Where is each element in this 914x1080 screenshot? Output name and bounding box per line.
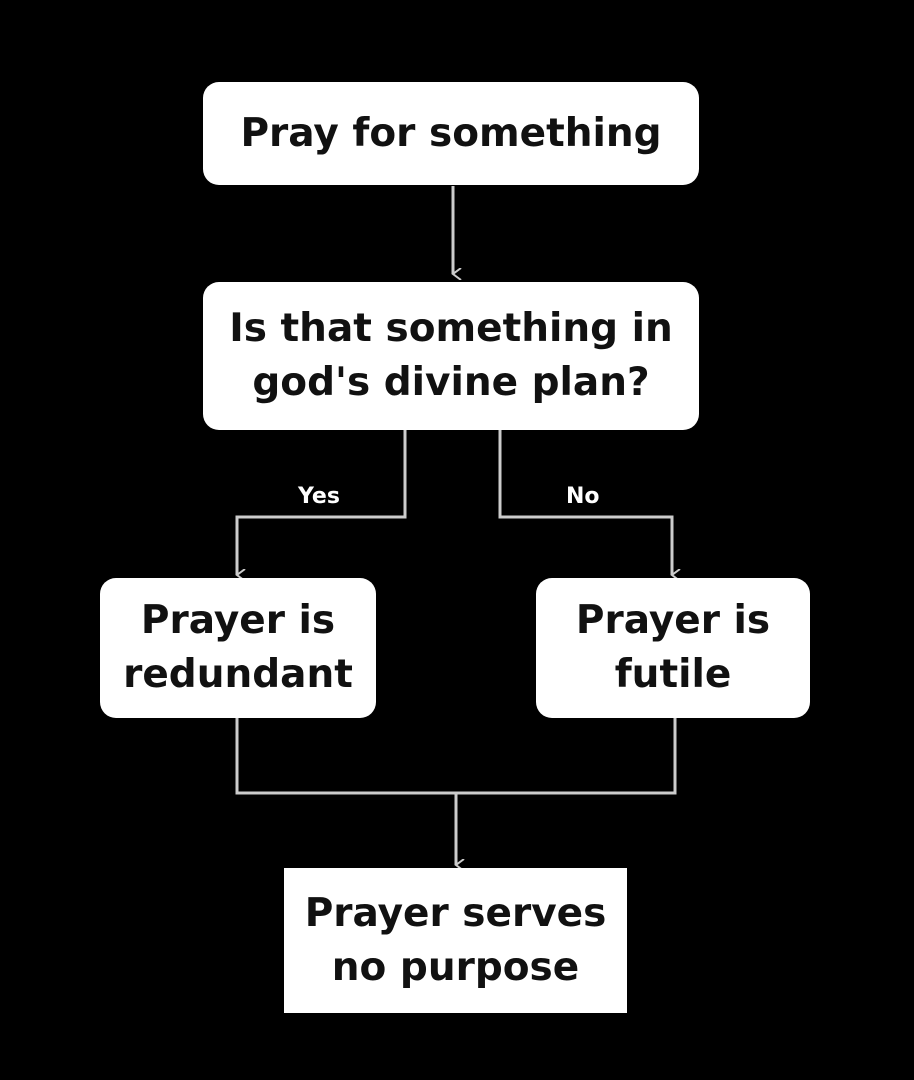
node-result-text-2: no purpose	[331, 944, 580, 990]
node-start-text: Pray for something	[240, 110, 662, 156]
node-question-text-2: god's divine plan?	[252, 360, 650, 405]
arrow-no	[498, 430, 672, 575]
node-result: Prayer serves no purpose	[284, 868, 627, 1013]
node-result-text-1: Prayer serves	[304, 890, 607, 936]
edge-label-no: No	[566, 484, 600, 509]
node-redundant: Prayer is redundant	[100, 578, 376, 718]
node-futile-text-2: futile	[614, 652, 732, 697]
node-futile: Prayer is futile	[536, 578, 810, 718]
node-question-text-1: Is that something in	[229, 306, 673, 351]
merge-line	[235, 718, 677, 795]
node-start: Pray for something	[203, 82, 699, 185]
node-question: Is that something in god's divine plan?	[203, 282, 699, 430]
arrow-yes	[237, 430, 407, 575]
node-redundant-text-1: Prayer is	[140, 598, 336, 643]
edge-label-yes: Yes	[298, 484, 340, 509]
node-futile-text-1: Prayer is	[575, 598, 771, 643]
node-redundant-text-2: redundant	[123, 652, 353, 697]
